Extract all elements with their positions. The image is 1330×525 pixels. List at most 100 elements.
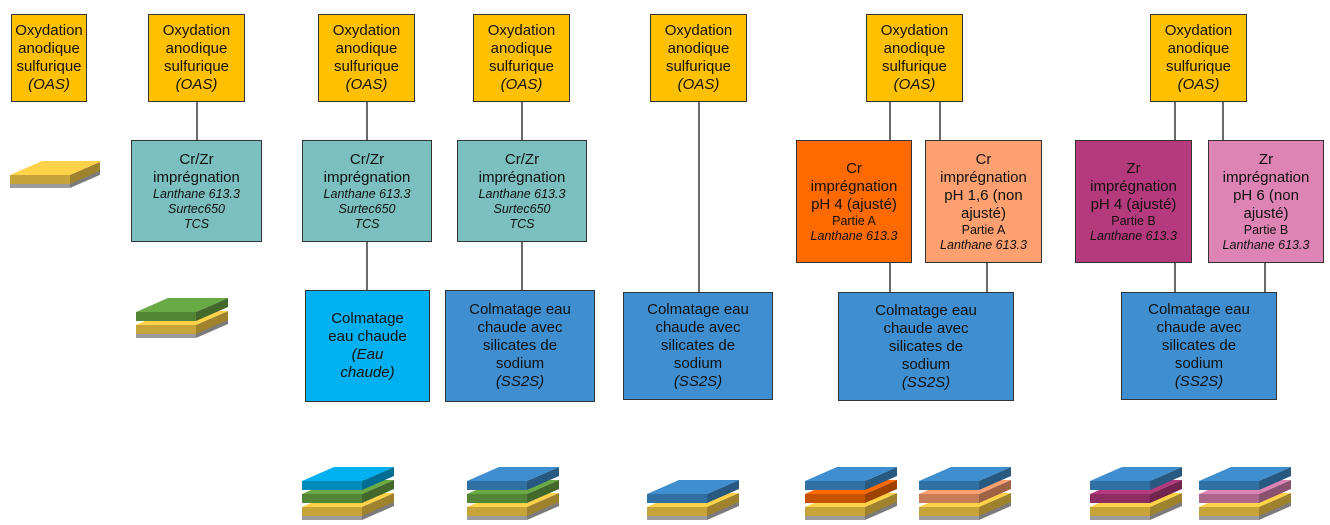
oas-label-4: (OAS) <box>1177 76 1220 93</box>
coating-layer-ss2s-front <box>1090 481 1150 490</box>
coating-layer-green-front <box>136 312 196 321</box>
oas-box-4: Oxydation anodique sulfurique (OAS) <box>473 14 570 102</box>
oas-box-1: Oxydation anodique sulfurique (OAS) <box>11 14 87 102</box>
ss2s-label-4: sodium <box>673 355 723 372</box>
coating-layer-yellow-side <box>979 493 1011 516</box>
oas-box-3: Oxydation anodique sulfurique (OAS) <box>318 14 415 102</box>
coating-layer-zr_ph6-front <box>1199 494 1259 503</box>
oas-label-1: Oxydation <box>487 22 556 39</box>
coating-layer-ss2s-side <box>1259 467 1291 490</box>
ss2s-label-5: (SS2S) <box>1174 373 1224 390</box>
ss2s-label-2: chaude avec <box>883 319 969 337</box>
crzr-label-2: imprégnation <box>478 168 566 186</box>
cr-ph16-impregnation-box: Cr imprégnation pH 1,6 (non ajusté) Part… <box>925 140 1042 263</box>
coating-layer-yellow-side <box>707 493 739 516</box>
ss2s-label-3: silicates de <box>1161 337 1237 354</box>
oas-label-2: anodique <box>883 40 946 57</box>
ss2s-label-1: Colmatage eau <box>469 301 571 318</box>
layer-stack-crzr <box>136 298 228 338</box>
connector <box>1222 102 1224 140</box>
zr-ph6-label-1: Zr <box>1258 150 1274 168</box>
colmatage-ss2s-box-1: Colmatage eau chaude avec silicates de s… <box>445 290 595 402</box>
crzr-label-4: Surtec650 <box>338 201 396 216</box>
coating-layer-yellow-front <box>467 507 527 516</box>
zr-ph6-label-3: pH 6 (non <box>1233 186 1299 204</box>
coating-layer-ss2s-top <box>1090 467 1182 481</box>
ss2s-label-5: (SS2S) <box>901 373 951 391</box>
connector <box>889 102 891 140</box>
cr-ph4-label-1: Cr <box>846 159 862 177</box>
ss2s-label-1: Colmatage eau <box>647 301 749 318</box>
oas-box-5: Oxydation anodique sulfurique (OAS) <box>650 14 747 102</box>
oas-label-4: (OAS) <box>677 76 720 93</box>
ss2s-label-3: silicates de <box>482 337 558 354</box>
crzr-label-2: imprégnation <box>153 168 240 186</box>
connector <box>521 242 523 290</box>
oas-label-1: Oxydation <box>332 22 401 39</box>
connector <box>366 242 368 290</box>
oas-label-2: anodique <box>165 40 228 57</box>
oas-label-2: anodique <box>1167 40 1230 57</box>
coating-layer-cr_ph16-side <box>979 480 1011 503</box>
cr-ph4-label-3: pH 4 (ajusté) <box>811 195 897 213</box>
coating-layer-ss2s-front <box>919 481 979 490</box>
crzr-label-5: TCS <box>354 216 380 231</box>
crzr-label-1: Cr/Zr <box>349 150 385 168</box>
oas-label-3: sulfurique <box>333 58 400 75</box>
layer-stack-cr-ph4 <box>805 467 897 520</box>
coating-layer-green-top <box>136 298 228 312</box>
crzr-label-5: TCS <box>184 216 209 231</box>
coating-layer-yellow-front <box>647 507 707 516</box>
crzr-impregnation-box-3: Cr/Zr imprégnation Lanthane 613.3 Surtec… <box>457 140 587 242</box>
crzr-label-2: imprégnation <box>323 168 411 186</box>
coating-layer-yellow-side <box>1150 493 1182 516</box>
colmatage-eau-chaude-box: Colmatage eau chaude (Eau chaude) <box>305 290 430 402</box>
coating-layer-yellow-side <box>1259 493 1291 516</box>
coating-layer-yellow-side <box>362 493 394 516</box>
crzr-label-5: TCS <box>509 216 535 231</box>
connector <box>521 102 523 140</box>
coating-layer-eau_chaude-top <box>302 467 394 481</box>
ss2s-label-4: sodium <box>901 355 951 373</box>
coating-layer-ss2s-front <box>1199 481 1259 490</box>
cr-ph4-label-2: imprégnation <box>810 177 898 195</box>
coating-layer-yellow-front <box>919 507 979 516</box>
ss2s-label-5: (SS2S) <box>673 373 723 390</box>
zr-ph4-label-4: Partie B <box>1111 213 1156 228</box>
eau-label-4: chaude) <box>340 364 395 381</box>
coating-layer-yellow-front <box>136 325 196 334</box>
coating-layer-ss2s-top <box>805 467 897 481</box>
coating-layer-zr_ph4-side <box>1150 480 1182 503</box>
cr-ph16-label-4: ajusté) <box>960 204 1007 222</box>
zr-ph4-label-1: Zr <box>1126 159 1141 177</box>
coating-layer-green-side <box>362 480 394 503</box>
layer-stack-zr-ph4 <box>1090 467 1182 520</box>
colmatage-ss2s-box-4: Colmatage eau chaude avec silicates de s… <box>1121 292 1277 400</box>
zr-ph4-impregnation-box: Zr imprégnation pH 4 (ajusté) Partie B L… <box>1075 140 1192 263</box>
oas-label-2: anodique <box>667 40 730 57</box>
coating-layer-ss2s-side <box>979 467 1011 490</box>
cr-ph4-label-4: Partie A <box>832 213 876 228</box>
coating-layer-ss2s-top <box>467 467 559 481</box>
coating-layer-zr_ph6-side <box>1259 480 1291 503</box>
crzr-impregnation-box-2: Cr/Zr imprégnation Lanthane 613.3 Surtec… <box>302 140 432 242</box>
coating-layer-green-front <box>302 494 362 503</box>
oas-label-4: (OAS) <box>345 76 388 93</box>
oas-box-6: Oxydation anodique sulfurique (OAS) <box>866 14 963 102</box>
cr-ph16-label-6: Lanthane 613.3 <box>940 237 1027 252</box>
cr-ph4-impregnation-box: Cr imprégnation pH 4 (ajusté) Partie A L… <box>796 140 912 263</box>
ss2s-label-2: chaude avec <box>477 319 563 336</box>
coating-layer-ss2s-side <box>1150 467 1182 490</box>
connector <box>698 102 700 292</box>
crzr-label-3: Lanthane 613.3 <box>323 186 411 201</box>
coating-layer-ss2s-top <box>647 480 739 494</box>
zr-ph6-label-2: imprégnation <box>1222 168 1310 186</box>
coating-layer-ss2s-side <box>707 480 739 503</box>
oas-label-2: anodique <box>18 40 80 57</box>
coating-layer-ss2s-side <box>865 467 897 490</box>
oas-label-3: sulfurique <box>1165 58 1232 75</box>
oas-label-1: Oxydation <box>880 22 949 39</box>
coating-layer-yellow-front <box>302 507 362 516</box>
colmatage-ss2s-box-3: Colmatage eau chaude avec silicates de s… <box>838 292 1014 401</box>
